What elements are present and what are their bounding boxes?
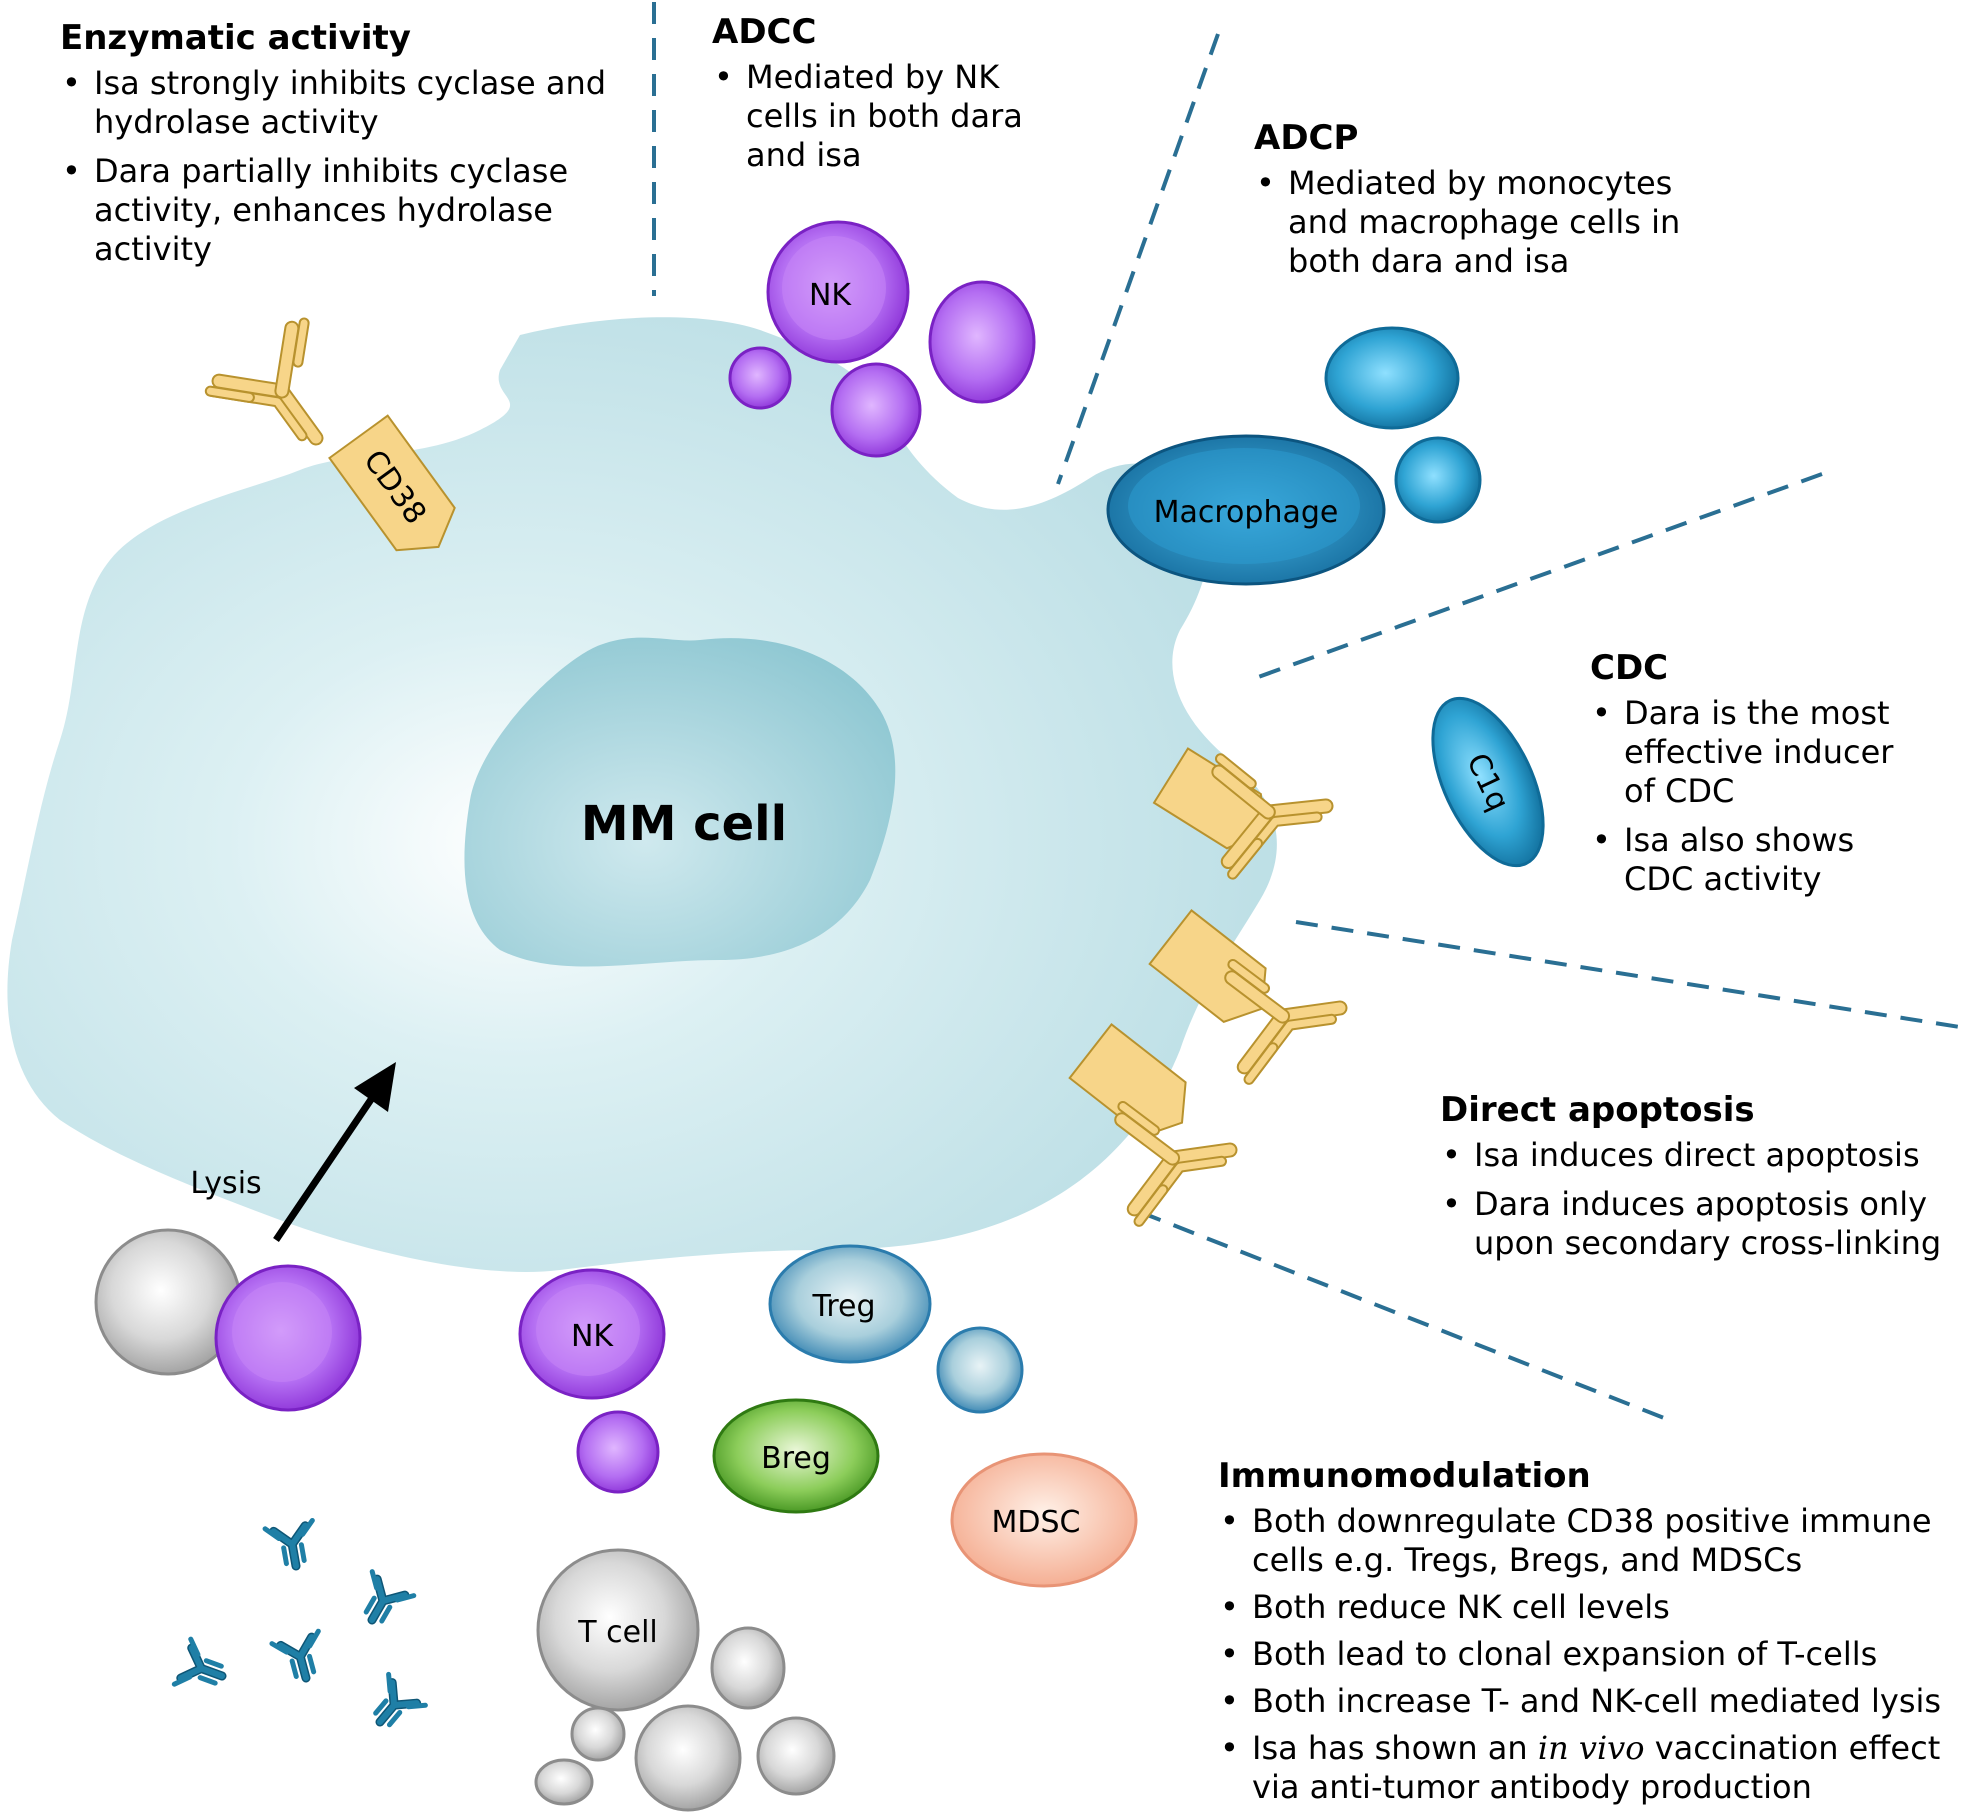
immunomodulation-cells: NK Treg Breg MDSC	[518, 1244, 1138, 1588]
mdsc-label: MDSC	[992, 1505, 1081, 1540]
macrophage-label: Macrophage	[1154, 495, 1339, 530]
nk-label-top: NK	[809, 278, 852, 313]
nk-cell-bottom-small	[576, 1410, 660, 1494]
section-adcc: ADCC Mediated by NK cells in both dara a…	[712, 12, 1052, 185]
cd38-receptor	[328, 414, 456, 552]
divider-apoptosis-immuno	[1139, 1210, 1665, 1420]
lysis-label: Lysis	[190, 1166, 261, 1201]
mm-cell-nucleus	[464, 637, 896, 967]
t-cell-cluster: T cell	[534, 1548, 836, 1812]
bullet-item: Both downregulate CD38 positive immune c…	[1218, 1502, 1984, 1580]
bullet-item-vaccination: Isa has shown an in vivo vaccination eff…	[1218, 1729, 1984, 1807]
section-dividers	[652, 2, 1967, 1420]
section-direct-apoptosis: Direct apoptosis Isa induces direct apop…	[1440, 1090, 1980, 1273]
t-cell-medium	[634, 1704, 742, 1812]
bullet-item: Dara induces apoptosis only upon seconda…	[1440, 1185, 1980, 1263]
section-title: ADCC	[712, 12, 817, 52]
lysis-group: Lysis	[94, 1062, 396, 1412]
nk-cell-bottom-core	[536, 1284, 640, 1376]
divider-adcp-cdc	[1249, 472, 1823, 682]
free-antibody-icon	[272, 1631, 329, 1684]
t-cell-small-3	[756, 1716, 836, 1796]
t-cell-main	[536, 1548, 700, 1712]
nk-cell-small	[728, 346, 792, 410]
section-title: ADCP	[1254, 118, 1359, 158]
adcp-macrophage-cluster: Macrophage	[1106, 326, 1482, 586]
free-antibodies	[174, 1520, 425, 1737]
nk-cell-lysis-core	[232, 1282, 332, 1382]
mdsc-cell	[950, 1452, 1138, 1588]
bullet-list: Isa induces direct apoptosis Dara induce…	[1440, 1136, 1980, 1263]
section-adcp: ADCP Mediated by monocytes and macrophag…	[1254, 118, 1714, 291]
section-title: Direct apoptosis	[1440, 1090, 1755, 1130]
bullet-item: Isa strongly inhibits cyclase and hydrol…	[60, 64, 620, 142]
bullet-item: Both reduce NK cell levels	[1218, 1588, 1984, 1627]
bullet-list: Mediated by monocytes and macrophage cel…	[1254, 164, 1714, 281]
section-title: CDC	[1590, 648, 1669, 688]
monocyte-upper	[1324, 326, 1460, 430]
breg-cell	[712, 1398, 880, 1514]
bullet-list: Dara is the most effective inducer of CD…	[1590, 694, 1930, 899]
macrophage-core	[1128, 448, 1360, 564]
bullet-text-italic: in vivo	[1537, 1729, 1645, 1767]
t-cell-small-1	[710, 1626, 786, 1710]
free-antibody-icon	[265, 1520, 320, 1570]
section-cdc: CDC Dara is the most effective inducer o…	[1590, 648, 1930, 909]
apoptosis-complex	[1068, 909, 1348, 1221]
bullet-item: Isa induces direct apoptosis	[1440, 1136, 1980, 1175]
nk-cell-large-core	[782, 236, 886, 340]
breg-label: Breg	[761, 1441, 831, 1476]
lysis-arrow-head	[354, 1062, 396, 1112]
treg-cell-small	[936, 1326, 1024, 1414]
section-title: Immunomodulation	[1218, 1456, 1591, 1496]
section-immunomodulation: Immunomodulation Both downregulate CD38 …	[1218, 1456, 1984, 1814]
free-antibody-icon	[174, 1639, 230, 1698]
lysis-arrow-shaft	[273, 1096, 375, 1242]
t-cell-small-2	[570, 1706, 626, 1762]
bullet-text-prefix: Isa has shown an	[1252, 1729, 1538, 1767]
cdc-complex: C1q	[1152, 696, 1545, 882]
bullet-item: Dara partially inhibits cyclase activity…	[60, 152, 620, 269]
bullet-list: Both downregulate CD38 positive immune c…	[1218, 1502, 1984, 1807]
antibody-icon-apoptosis-1	[1230, 951, 1348, 1080]
monocyte-right	[1394, 436, 1482, 524]
bullet-list: Mediated by NK cells in both dara and is…	[712, 58, 1052, 175]
bullet-item: Mediated by monocytes and macrophage cel…	[1254, 164, 1714, 281]
treg-label: Treg	[811, 1289, 875, 1324]
adcc-nk-cluster: NK	[728, 220, 1036, 458]
t-cell-small-4	[534, 1758, 594, 1806]
bullet-item: Both increase T- and NK-cell mediated ly…	[1218, 1682, 1984, 1721]
section-enzymatic-activity: Enzymatic activity Isa strongly inhibits…	[60, 18, 620, 279]
bullet-item: Mediated by NK cells in both dara and is…	[712, 58, 1052, 175]
mm-cell-label: MM cell	[581, 796, 787, 852]
bullet-item: Both lead to clonal expansion of T-cells	[1218, 1635, 1984, 1674]
nk-label-bottom: NK	[571, 1319, 614, 1354]
bullet-list: Isa strongly inhibits cyclase and hydrol…	[60, 64, 620, 269]
bullet-text-suffix: vaccination effect via anti-tumor antibo…	[1252, 1729, 1941, 1806]
nk-cell-lower	[830, 362, 922, 458]
free-antibody-icon	[362, 1674, 426, 1737]
bullet-item: Dara is the most effective inducer of CD…	[1590, 694, 1930, 811]
nk-cell-right	[928, 280, 1036, 404]
bullet-item: Isa also shows CDC activity	[1590, 821, 1930, 899]
divider-cdc-apoptosis	[1295, 920, 1967, 1030]
treg-cell	[768, 1244, 932, 1364]
section-title: Enzymatic activity	[60, 18, 411, 58]
divider-adcc-adcp	[1056, 33, 1220, 485]
t-cell-label: T cell	[577, 1615, 657, 1650]
free-antibody-icon	[351, 1572, 414, 1632]
